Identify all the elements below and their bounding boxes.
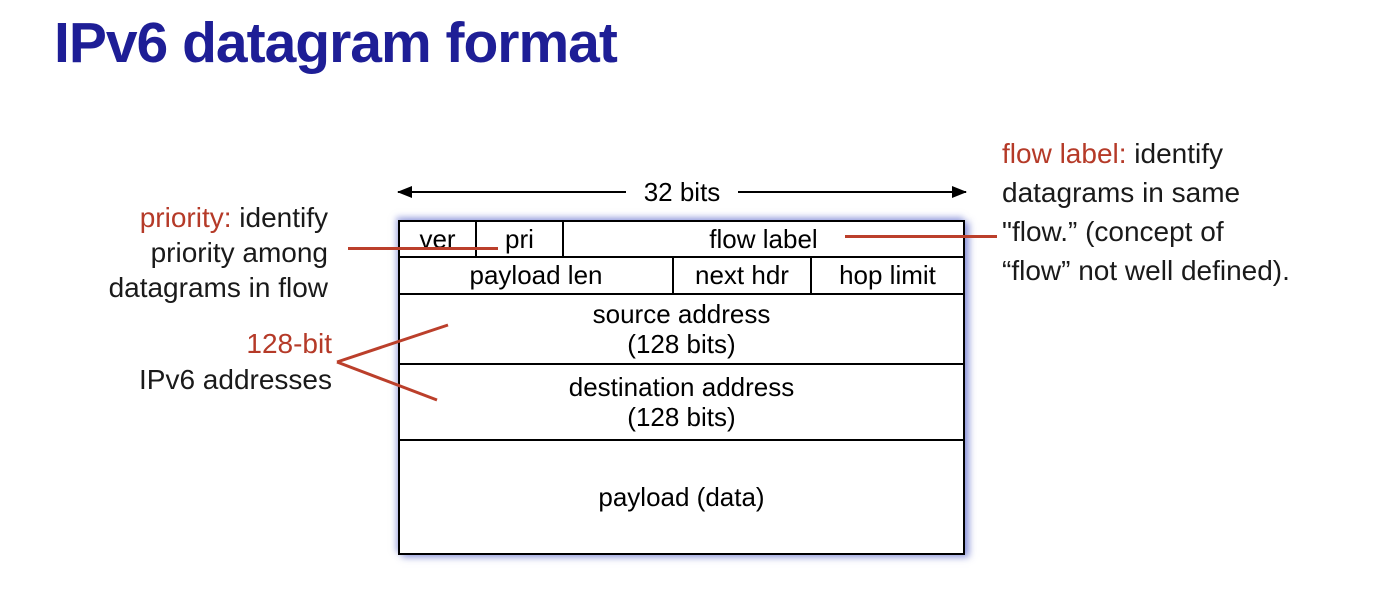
priority-annotation-label: priority: (139, 202, 232, 233)
header-row-1: ver pri flow label (400, 222, 963, 258)
flow-label-annotation-label: flow label: (1002, 138, 1127, 169)
flow-label-annotation-line1: flow label: identify (1002, 134, 1290, 173)
addresses-annotation-line2: IPv6 addresses (139, 364, 332, 395)
priority-annotation-line2: priority among (150, 237, 328, 268)
field-source-address: source address (128 bits) (400, 295, 963, 365)
bits-width-arrow: 32 bits (397, 177, 967, 207)
bits-width-label: 32 bits (643, 176, 721, 207)
field-flow-label: flow label (709, 223, 818, 254)
flow-label-annotation-line3: "flow.” (concept of (1002, 216, 1224, 247)
field-ver: ver (400, 222, 477, 256)
addresses-annotation-highlight: 128-bit (246, 328, 332, 359)
field-hop-limit: hop limit (839, 259, 936, 290)
priority-annotation-line1: priority: identify (109, 200, 328, 235)
field-payload-len: payload len (400, 258, 674, 293)
field-payload-data: payload (data) (400, 441, 963, 554)
field-destination-address-line2: (128 bits) (627, 401, 736, 432)
priority-annotation-line1-rest: identify (239, 202, 328, 233)
addresses-annotation: 128-bit IPv6 addresses (139, 326, 332, 398)
arrow-right-segment-icon (738, 186, 967, 198)
arrow-left-segment-icon (397, 186, 626, 198)
field-source-address-line1: source address (592, 298, 771, 329)
ipv6-header-diagram: ver pri flow label payload len next hdr … (398, 220, 965, 555)
field-next-hdr: next hdr (674, 258, 812, 293)
field-destination-address-line1: destination address (568, 371, 795, 402)
flow-label-annotation: flow label: identify datagrams in same "… (1002, 134, 1290, 290)
field-source-address-line2: (128 bits) (627, 328, 736, 359)
header-row-2: payload len next hdr hop limit (400, 258, 963, 295)
field-payload-data-line1: payload (data) (598, 481, 765, 512)
priority-connector-line (348, 247, 498, 250)
flow-label-annotation-line2: datagrams in same (1002, 177, 1241, 208)
flow-label-annotation-line4: “flow” not well defined). (1002, 255, 1290, 286)
field-pri: pri (477, 222, 564, 256)
addresses-connector-lines (336, 323, 449, 402)
field-destination-address: destination address (128 bits) (400, 365, 963, 441)
page-title: IPv6 datagram format (54, 11, 618, 75)
priority-annotation-line3: datagrams in flow (108, 272, 328, 303)
priority-annotation: priority: identify priority among datagr… (109, 200, 328, 305)
flow-label-annotation-line1-rest: identify (1134, 138, 1224, 169)
flow-label-connector-line (845, 235, 997, 238)
